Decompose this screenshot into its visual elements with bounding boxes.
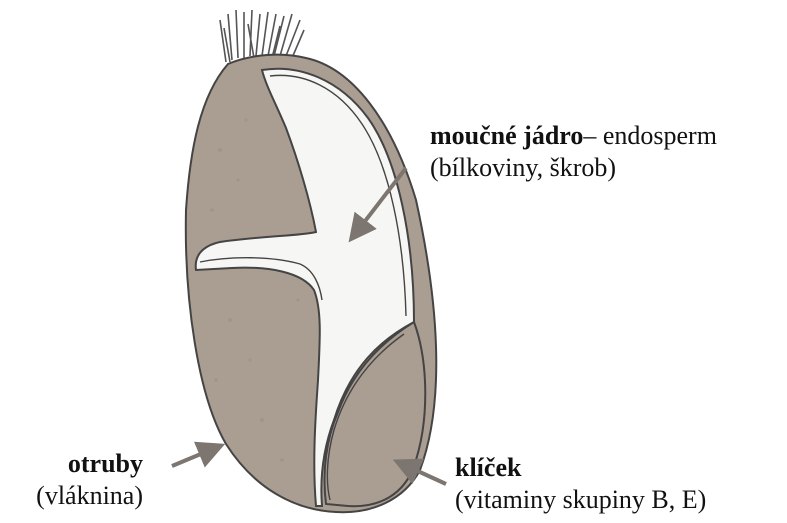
endosperm-label: moučné jádro– endosperm (bílkoviny, škro… <box>430 120 717 184</box>
endosperm-description: (bílkoviny, škrob) <box>430 152 717 184</box>
germ-name: klíček <box>455 452 706 484</box>
endosperm-title-line: moučné jádro– endosperm <box>430 120 717 152</box>
endosperm-suffix: – endosperm <box>583 121 717 150</box>
bran-label: otruby (vláknina) <box>8 448 143 512</box>
germ-label: klíček (vitaminy skupiny B, E) <box>455 452 706 516</box>
bran-arrow <box>172 446 220 466</box>
brush-hairs <box>220 10 304 62</box>
bran-description: (vláknina) <box>8 480 143 512</box>
endosperm-name: moučné jádro <box>430 121 583 150</box>
bran-name: otruby <box>8 448 143 480</box>
germ-description: (vitaminy skupiny B, E) <box>455 484 706 516</box>
